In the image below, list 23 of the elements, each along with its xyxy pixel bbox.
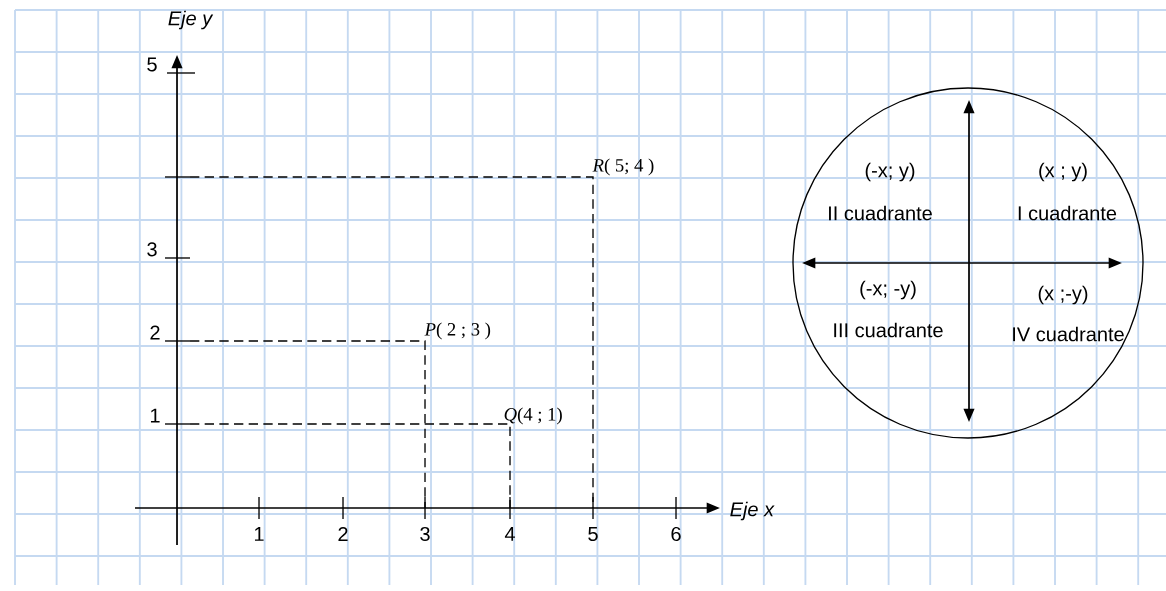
tick-label: 3 — [420, 526, 430, 542]
tick-label: 6 — [671, 526, 681, 542]
tick-label: 5 — [147, 57, 157, 72]
tick-label: 3 — [147, 242, 157, 257]
point-label: Q(4 ; 1) — [504, 407, 562, 425]
tick-label: 1 — [255, 527, 264, 541]
quadrant-label: I cuadrante — [1018, 205, 1117, 221]
point-label: P( 2 ; 3 ) — [424, 322, 491, 340]
coordinate-label: (x ; y) — [1039, 162, 1087, 182]
quadrant-label: II cuadrante — [829, 205, 932, 221]
coordinate-label: (-x; -y) — [860, 280, 916, 300]
tick-label: 5 — [588, 527, 598, 541]
tick-label: 2 — [150, 325, 160, 340]
coordinate-label: (-x; y) — [865, 162, 915, 182]
axis-label: Eje x — [730, 501, 775, 521]
quadrant-label: III cuadrante — [834, 322, 943, 338]
tick-label: 1 — [151, 408, 160, 423]
coordinate-label: (x ;-y) — [1038, 285, 1088, 305]
tick-label: 2 — [338, 527, 348, 541]
quadrant-label: IV cuadrante — [1013, 326, 1124, 342]
point-label: R( 5; 4 ) — [592, 158, 654, 176]
tick-label: 4 — [504, 527, 515, 541]
axis-label: Eje y — [168, 10, 214, 30]
